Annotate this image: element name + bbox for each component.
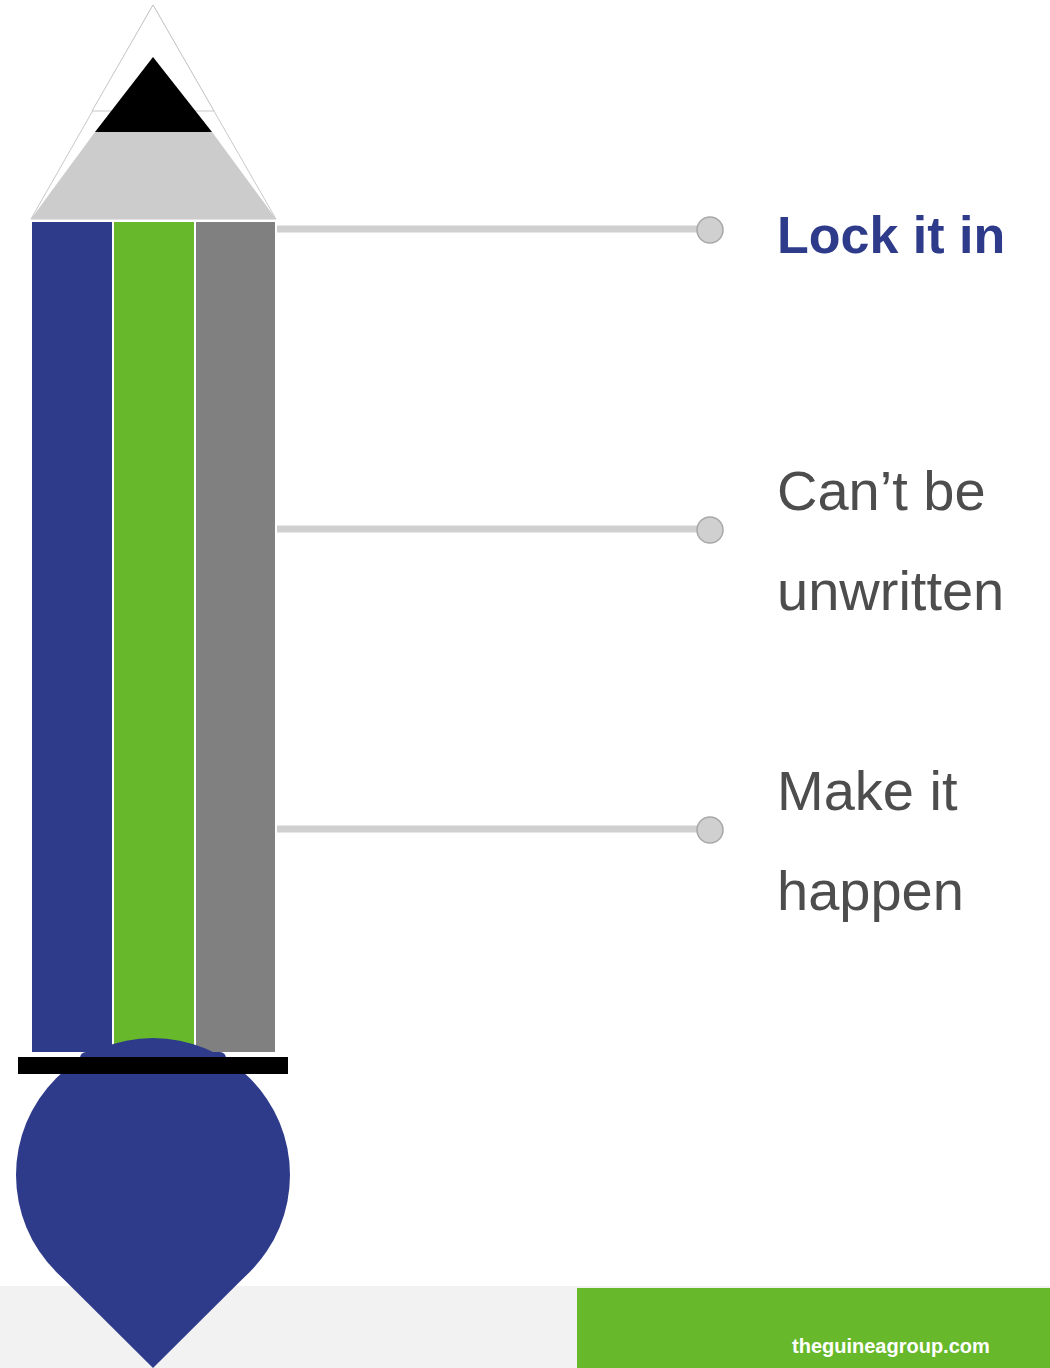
eraser-point	[57, 1272, 250, 1368]
tip-lead	[95, 57, 212, 132]
body-stripe-blue	[32, 222, 112, 1052]
tip-outline	[31, 5, 276, 219]
footer-band-box: theguineagroup.com	[577, 1288, 1050, 1368]
tip-wood	[31, 132, 276, 219]
eraser-round	[16, 1038, 290, 1312]
body-stripe-green	[114, 222, 194, 1052]
leader-dot	[697, 517, 723, 543]
leader-line	[277, 826, 710, 833]
body-stripe-grey	[196, 222, 275, 1052]
callout-label: Can’t be unwritten	[777, 441, 1050, 641]
ferrule-band	[18, 1057, 288, 1074]
website-url: theguineagroup.com	[792, 1334, 990, 1358]
leader-line	[277, 226, 710, 233]
leader-dot	[697, 817, 723, 843]
leader-line	[277, 526, 710, 533]
leader-dot	[697, 217, 723, 243]
callout-label: Make it happen	[777, 741, 1050, 941]
heading-label: Lock it in	[777, 185, 1050, 285]
